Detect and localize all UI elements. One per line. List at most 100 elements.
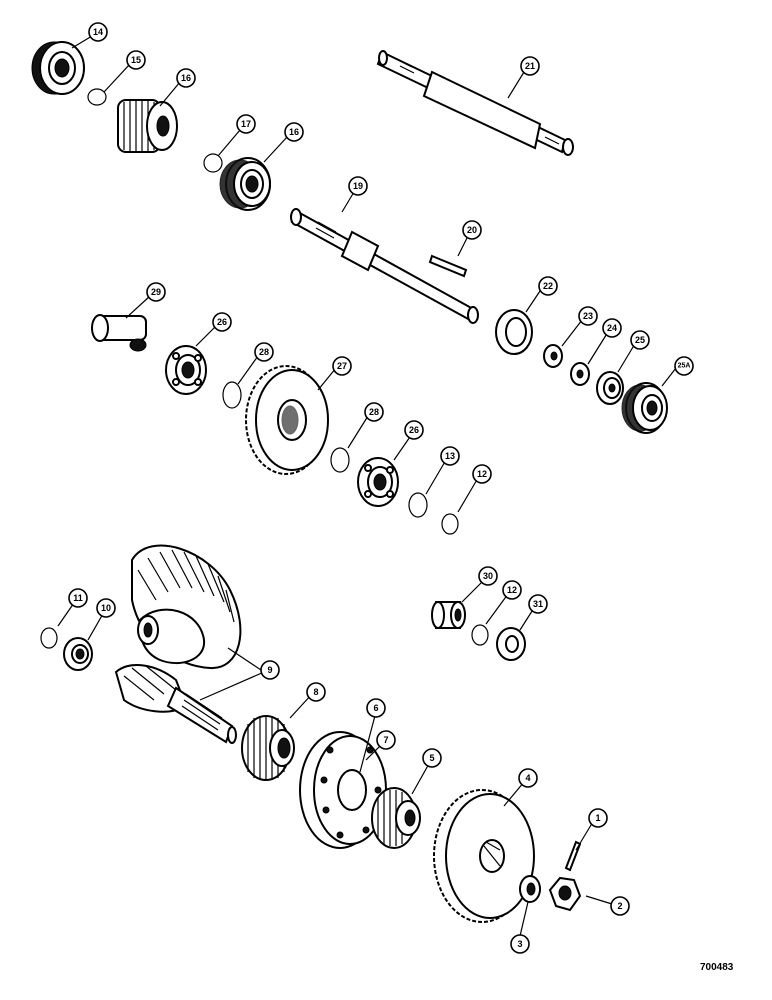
svg-text:5: 5 [429,753,434,763]
callout-24: 24 [602,318,622,338]
bearing-10 [63,637,93,671]
callout-8: 8 [306,682,326,702]
svg-text:27: 27 [337,361,347,371]
callout-4: 4 [518,768,538,788]
svg-text:28: 28 [369,407,379,417]
bearing-25a [621,382,668,434]
callout-13: 13 [440,446,460,466]
washer-31 [496,627,526,661]
leader-lines [57,35,677,937]
svg-text:3: 3 [517,939,522,949]
callout-30: 30 [478,566,498,586]
ball-bearing-26-lower [357,457,399,507]
callout-22: 22 [538,276,558,296]
snap-ring-17 [203,153,223,173]
callout-26-upper: 26 [212,312,232,332]
svg-text:25A: 25A [678,363,691,370]
svg-text:4: 4 [525,773,530,783]
tapered-bearing-5 [371,787,421,849]
carrier-6 [299,731,387,849]
callout-25a: 25A [674,356,694,376]
svg-text:2: 2 [617,901,622,911]
bearing-14 [31,41,85,95]
callout-5: 5 [422,748,442,768]
figure-reference-number: 700483 [700,962,734,973]
tapered-bearing-8 [241,715,295,781]
svg-text:12: 12 [477,469,487,479]
snap-ring-11 [40,627,58,649]
callout-28-upper: 28 [254,342,274,362]
callout-16-upper: 16 [176,68,196,88]
callout-17: 17 [236,114,256,134]
callout-7: 7 [376,730,396,750]
callout-31: 31 [528,594,548,614]
svg-text:14: 14 [93,27,103,37]
svg-text:30: 30 [483,571,493,581]
svg-text:22: 22 [543,281,553,291]
callout-10: 10 [96,598,116,618]
svg-text:26: 26 [409,425,419,435]
callout-labels: 14 15 16 17 16 21 19 20 29 26 28 27 22 2… [68,22,694,954]
svg-text:17: 17 [241,119,251,129]
callout-9: 9 [260,660,280,680]
svg-text:9: 9 [267,665,272,675]
callout-14: 14 [88,22,108,42]
callout-28-lower: 28 [364,402,384,422]
svg-text:11: 11 [73,593,83,603]
svg-text:15: 15 [131,55,141,65]
castle-nut-2 [548,876,582,912]
washer-3 [519,875,541,903]
bushing-30 [431,601,466,629]
callout-27: 27 [332,356,352,376]
shaft-21 [376,50,574,156]
callout-23: 23 [578,306,598,326]
snap-ring-13 [408,492,428,518]
callout-2: 2 [610,896,630,916]
callout-12-upper: 12 [472,464,492,484]
callout-16-lower: 16 [284,122,304,142]
svg-text:16: 16 [181,73,191,83]
svg-text:23: 23 [583,311,593,321]
callout-11: 11 [68,588,88,608]
o-ring-12-upper [441,513,459,535]
callout-25: 25 [630,330,650,350]
callout-12-lower: 12 [502,580,522,600]
svg-text:31: 31 [533,599,543,609]
svg-text:10: 10 [101,603,111,613]
svg-text:7: 7 [383,735,388,745]
callout-26-lower: 26 [404,420,424,440]
spur-gear-27 [245,365,329,475]
snap-ring-28-lower [330,447,350,473]
snap-ring-15 [87,88,107,106]
spacer-22 [495,309,533,355]
ring-gear-and-pinion-9 [114,544,242,744]
callout-20: 20 [462,220,482,240]
callout-15: 15 [126,50,146,70]
svg-text:12: 12 [507,585,517,595]
snap-ring-28-upper [222,381,242,409]
svg-text:28: 28 [259,347,269,357]
svg-text:6: 6 [373,703,378,713]
svg-text:16: 16 [289,127,299,137]
washer-23 [543,344,563,368]
svg-text:21: 21 [525,61,535,71]
spur-gear-4 [433,789,535,923]
callout-3: 3 [510,934,530,954]
ball-bearing-26-upper [165,345,207,395]
collar-25 [596,371,624,405]
svg-text:20: 20 [467,225,477,235]
svg-text:26: 26 [217,317,227,327]
callout-21: 21 [520,56,540,76]
splined-gear-16-upper [117,99,178,153]
svg-text:24: 24 [607,323,617,333]
bearing-16-lower [219,157,271,211]
key-20 [428,254,468,278]
callout-1: 1 [588,808,608,828]
washer-24 [570,362,590,386]
callout-19: 19 [348,176,368,196]
svg-text:1: 1 [595,813,600,823]
callout-6: 6 [366,698,386,718]
callout-29: 29 [146,282,166,302]
svg-text:29: 29 [151,287,161,297]
